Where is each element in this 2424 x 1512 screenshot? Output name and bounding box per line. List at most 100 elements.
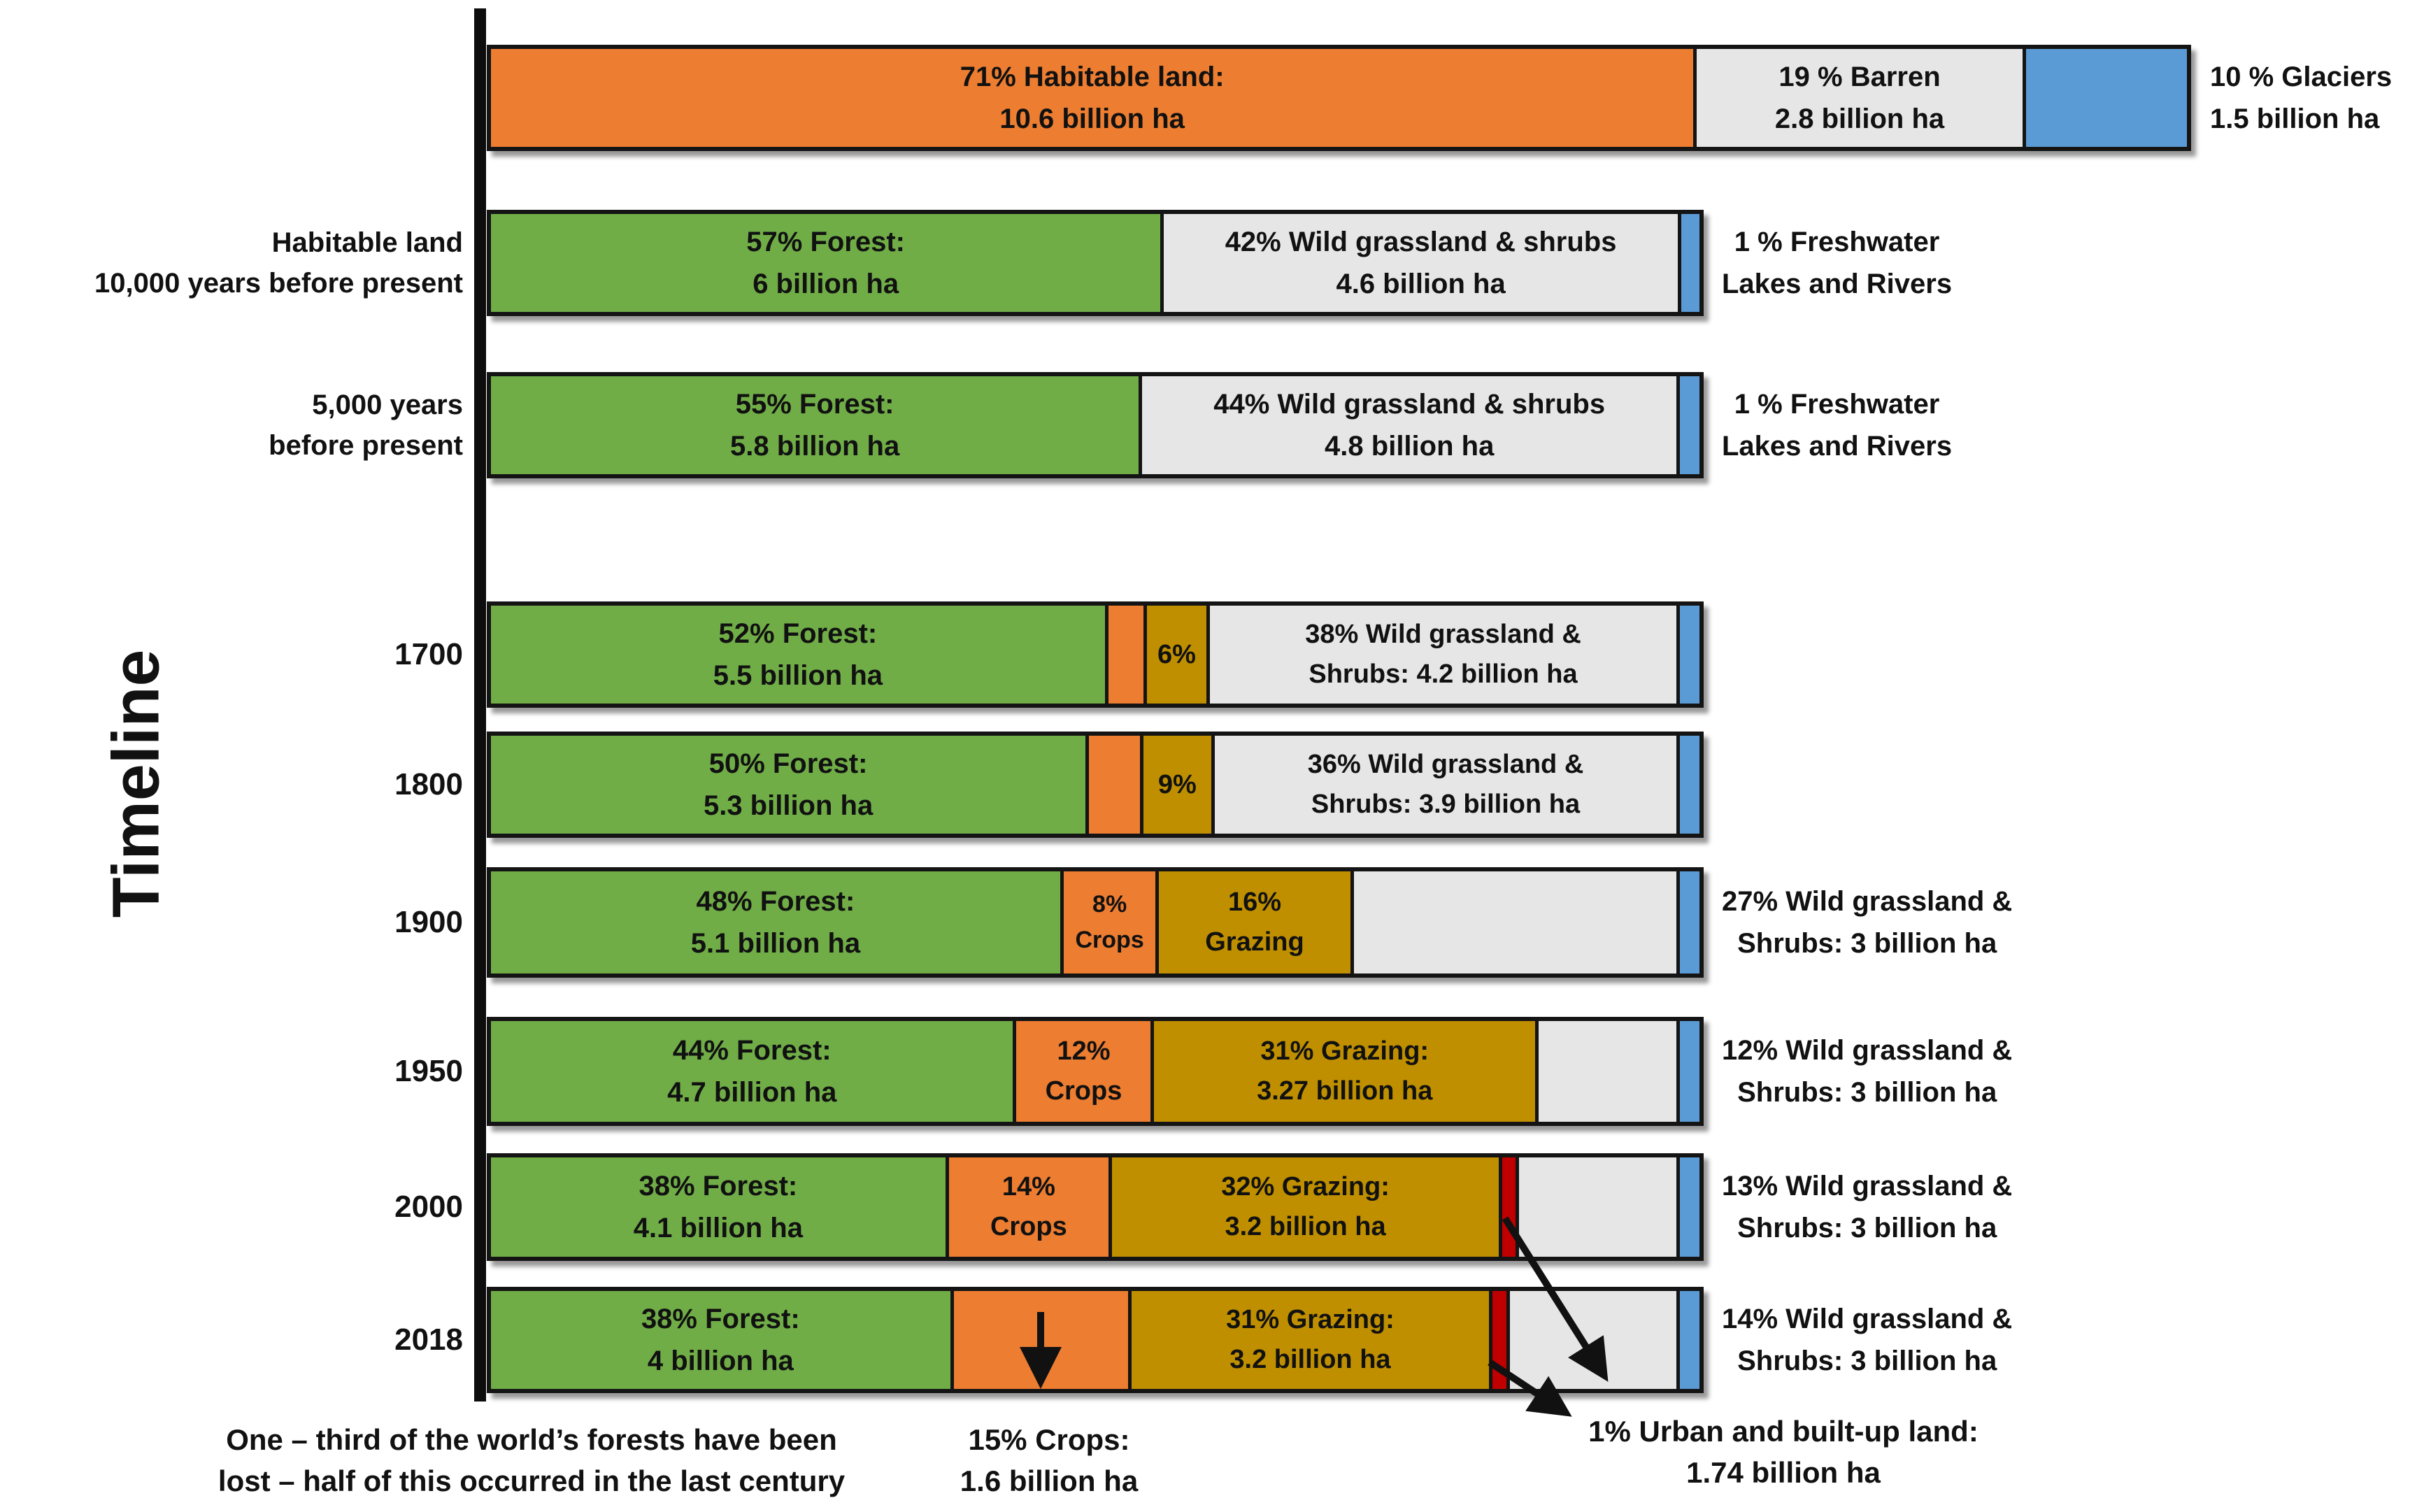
grazing-segment: 31% Grazing: 3.2 billion ha [1127, 1291, 1490, 1389]
urban-segment [1499, 1157, 1516, 1257]
segment-label: 44% Wild grassland & shrubs 4.8 billion … [1213, 389, 1606, 462]
urban-segment [1489, 1291, 1506, 1389]
segment-label: 38% Forest: 4 billion ha [641, 1304, 800, 1376]
wild-grassland-segment: 36% Wild grassland & Shrubs: 3.9 billion… [1211, 736, 1677, 834]
grazing-segment: 31% Grazing: 3.27 billion ha [1150, 1021, 1535, 1122]
stacked-bar: 55% Forest: 5.8 billion ha 44% Wild gras… [487, 372, 1704, 478]
row-label-1950: 1950 [394, 1054, 463, 1089]
forest-segment: 55% Forest: 5.8 billion ha [491, 376, 1139, 474]
bar-row-2000: 2000 38% Forest: 4.1 billion ha 14% Crop… [0, 1153, 2424, 1261]
freshwater-segment [1676, 1157, 1699, 1257]
segment-label: 8% Crops [1075, 891, 1144, 953]
crops-segment: 8% Crops [1060, 871, 1156, 973]
crops-segment [1104, 606, 1144, 704]
bar-row-10000-ybp: Habitable land 10,000 years before prese… [0, 210, 2424, 316]
forest-segment: 44% Forest: 4.7 billion ha [491, 1021, 1013, 1122]
freshwater-label: 1 % Freshwater Lakes and Rivers [1722, 227, 1953, 299]
row-label-2000: 2000 [394, 1190, 463, 1225]
bar-row-2018: 2018 38% Forest: 4 billion ha 31% Grazin… [0, 1287, 2424, 1393]
freshwater-label: 1 % Freshwater Lakes and Rivers [1722, 389, 1953, 462]
row-label-1900: 1900 [394, 905, 463, 940]
segment-label: 14% Crops [990, 1172, 1067, 1241]
wild-grassland-label: 27% Wild grassland & Shrubs: 3 billion h… [1722, 886, 2013, 959]
freshwater-segment [1676, 736, 1699, 834]
segment-label: 38% Wild grassland & Shrubs: 4.2 billion… [1305, 620, 1581, 689]
row-label-5000-ybp: 5,000 years before present [269, 390, 463, 461]
forest-segment: 48% Forest: 5.1 billion ha [491, 871, 1060, 973]
segment-label: 16% Grazing [1205, 887, 1304, 957]
bar-row-1800: 1800 50% Forest: 5.3 billion ha 9% 36% W… [0, 732, 2424, 838]
wild-grassland-segment [1516, 1157, 1677, 1257]
crops-segment: 12% Crops [1013, 1021, 1151, 1122]
wild-grassland-label: 12% Wild grassland & Shrubs: 3 billion h… [1722, 1035, 2013, 1108]
barren-segment: 19 % Barren 2.8 billion ha [1693, 49, 2023, 147]
urban-land-label: 1% Urban and built-up land: 1.74 billion… [1588, 1415, 1979, 1489]
segment-label: 71% Habitable land: 10.6 billion ha [960, 62, 1225, 134]
row-label-10000-ybp: Habitable land 10,000 years before prese… [94, 227, 463, 299]
segment-label: 38% Forest: 4.1 billion ha [633, 1171, 803, 1243]
wild-grassland-segment [1506, 1291, 1677, 1389]
wild-grassland-segment [1350, 871, 1677, 973]
segment-label: 6% [1157, 639, 1196, 669]
stacked-bar: 38% Forest: 4.1 billion ha 14% Crops 32%… [487, 1153, 1704, 1261]
forest-loss-note: One – third of the world’s forests have … [218, 1423, 846, 1497]
grazing-segment: 6% [1143, 606, 1206, 704]
stacked-bar: 48% Forest: 5.1 billion ha 8% Crops 16% … [487, 867, 1704, 978]
grazing-segment: 9% [1139, 736, 1211, 834]
segment-label: 31% Grazing: 3.2 billion ha [1226, 1305, 1395, 1374]
freshwater-segment [1677, 214, 1699, 312]
bar-row-total-land: 71% Habitable land: 10.6 billion ha 19 %… [0, 45, 2424, 151]
segment-label: 57% Forest: 6 billion ha [746, 227, 906, 299]
row-label-1800: 1800 [394, 767, 463, 802]
segment-label: 50% Forest: 5.3 billion ha [703, 748, 874, 821]
wild-grassland-label: 14% Wild grassland & Shrubs: 3 billion h… [1722, 1304, 2013, 1376]
forest-segment: 50% Forest: 5.3 billion ha [491, 736, 1086, 834]
crops-2018-label: 15% Crops: 1.6 billion ha [960, 1423, 1139, 1497]
segment-label: 36% Wild grassland & Shrubs: 3.9 billion… [1307, 750, 1584, 819]
wild-grassland-segment [1534, 1021, 1677, 1122]
segment-label: 31% Grazing: 3.27 billion ha [1257, 1036, 1433, 1106]
timeline-axis-line [474, 8, 486, 1402]
crops-segment: 14% Crops [945, 1157, 1108, 1257]
segment-label: 9% [1157, 769, 1197, 799]
grazing-segment: 32% Grazing: 3.2 billion ha [1108, 1157, 1499, 1257]
stacked-bar: 52% Forest: 5.5 billion ha 6% 38% Wild g… [487, 601, 1704, 708]
crops-segment [1085, 736, 1140, 834]
forest-segment: 57% Forest: 6 billion ha [491, 214, 1161, 312]
freshwater-segment [1676, 871, 1699, 973]
segment-label: 19 % Barren 2.8 billion ha [1774, 62, 1945, 134]
bar-row-1950: 1950 44% Forest: 4.7 billion ha 12% Crop… [0, 1017, 2424, 1126]
habitable-land-segment: 71% Habitable land: 10.6 billion ha [491, 49, 1694, 147]
forest-segment: 52% Forest: 5.5 billion ha [491, 606, 1105, 704]
stacked-bar: 57% Forest: 6 billion ha 42% Wild grassl… [487, 210, 1704, 316]
segment-label: 44% Forest: 4.7 billion ha [667, 1035, 837, 1108]
wild-grassland-segment: 42% Wild grassland & shrubs 4.6 billion … [1160, 214, 1678, 312]
freshwater-segment [1676, 1291, 1699, 1389]
bar-row-5000-ybp: 5,000 years before present 55% Forest: 5… [0, 372, 2424, 478]
segment-label: 32% Grazing: 3.2 billion ha [1221, 1172, 1390, 1241]
row-label-1700: 1700 [394, 637, 463, 672]
stacked-bar: 50% Forest: 5.3 billion ha 9% 36% Wild g… [487, 732, 1704, 838]
forest-segment: 38% Forest: 4 billion ha [491, 1291, 950, 1389]
freshwater-segment [1676, 606, 1699, 704]
glaciers-label: 10 % Glaciers 1.5 billion ha [2210, 62, 2393, 134]
stacked-bar: 44% Forest: 4.7 billion ha 12% Crops 31%… [487, 1017, 1704, 1126]
wild-grassland-segment: 44% Wild grassland & shrubs 4.8 billion … [1139, 376, 1677, 474]
grazing-segment: 16% Grazing [1155, 871, 1350, 973]
segment-label: 55% Forest: 5.8 billion ha [729, 389, 900, 462]
segment-label: 12% Crops [1045, 1036, 1122, 1106]
glaciers-segment [2022, 49, 2187, 147]
row-label-2018: 2018 [394, 1322, 463, 1357]
forest-segment: 38% Forest: 4.1 billion ha [491, 1157, 946, 1257]
wild-grassland-label: 13% Wild grassland & Shrubs: 3 billion h… [1722, 1171, 2013, 1243]
segment-label: 42% Wild grassland & shrubs 4.6 billion … [1225, 227, 1617, 299]
stacked-bar: 38% Forest: 4 billion ha 31% Grazing: 3.… [487, 1287, 1704, 1393]
freshwater-segment [1676, 1021, 1699, 1122]
wild-grassland-segment: 38% Wild grassland & Shrubs: 4.2 billion… [1206, 606, 1677, 704]
freshwater-segment [1676, 376, 1699, 474]
bar-row-1900: 1900 48% Forest: 5.1 billion ha 8% Crops… [0, 867, 2424, 978]
segment-label: 48% Forest: 5.1 billion ha [690, 886, 861, 959]
bar-row-1700: 1700 52% Forest: 5.5 billion ha 6% 38% W… [0, 601, 2424, 708]
stacked-bar: 71% Habitable land: 10.6 billion ha 19 %… [487, 45, 2191, 151]
